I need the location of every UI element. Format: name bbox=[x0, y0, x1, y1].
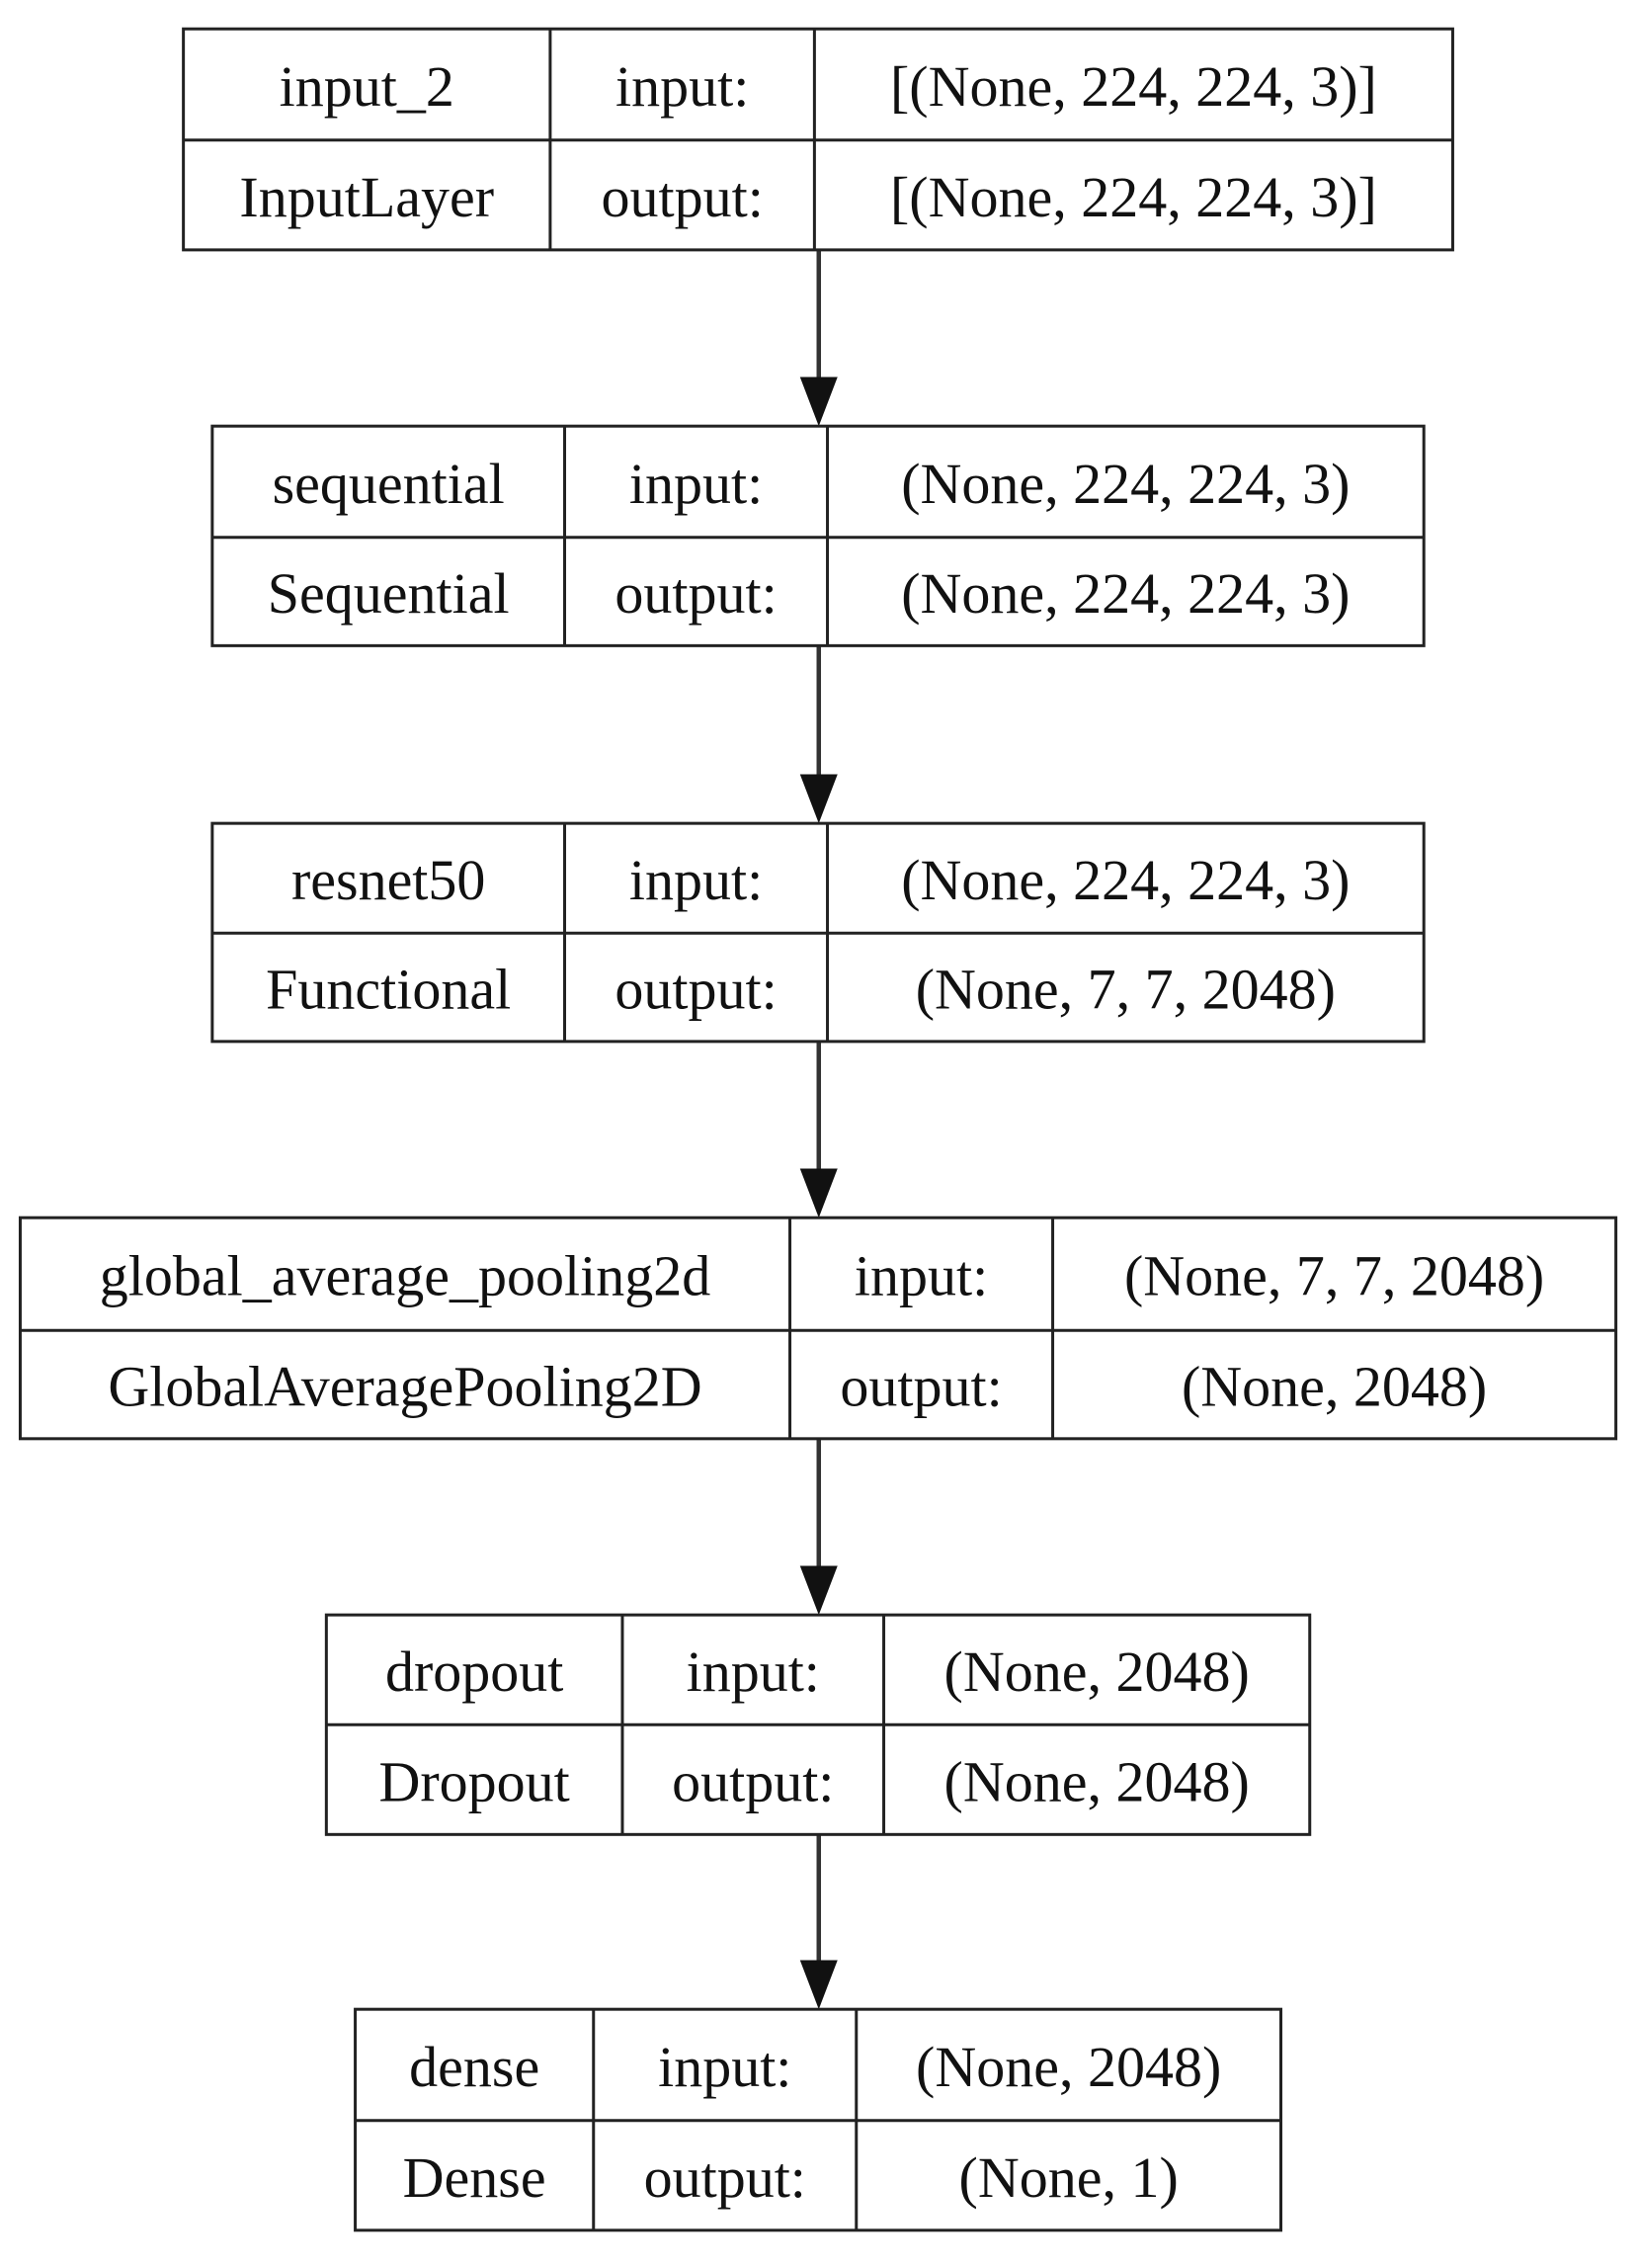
output-shape: [(None, 224, 224, 3)] bbox=[890, 165, 1377, 229]
layer-node-border bbox=[18, 1216, 1618, 1441]
input-shape: (None, 2048) bbox=[944, 1639, 1250, 1704]
layer-name: resnet50 bbox=[291, 848, 486, 912]
output-label: output: bbox=[601, 165, 763, 229]
input-label: input: bbox=[855, 1244, 988, 1308]
layer-type: Dropout bbox=[378, 1749, 569, 1813]
output-label: output: bbox=[840, 1355, 1002, 1419]
output-shape: (None, 2048) bbox=[944, 1749, 1250, 1813]
arrowhead-icon bbox=[799, 377, 838, 427]
layer-type: Sequential bbox=[268, 561, 510, 626]
layer-type: InputLayer bbox=[239, 165, 494, 229]
layer-name: sequential bbox=[273, 452, 505, 516]
output-shape: (None, 1) bbox=[959, 2145, 1179, 2210]
layer-node-sequential: sequential input: (None, 224, 224, 3) Seque… bbox=[210, 424, 1426, 647]
arrowhead-icon bbox=[799, 1960, 838, 2010]
input-shape: [(None, 224, 224, 3)] bbox=[890, 54, 1377, 119]
arrowhead-icon bbox=[799, 1565, 838, 1616]
edge-input-2-to-sequential bbox=[799, 249, 838, 427]
input-label: input: bbox=[658, 2035, 791, 2099]
output-label: output: bbox=[615, 958, 777, 1022]
input-shape: (None, 2048) bbox=[916, 2035, 1221, 2099]
layer-node-resnet50: resnet50 input: (None, 224, 224, 3) Functio… bbox=[210, 821, 1426, 1044]
edge-resnet50-to-global-average-pooling2d bbox=[799, 1041, 838, 1218]
output-shape: (None, 7, 7, 2048) bbox=[916, 958, 1336, 1022]
input-label: input: bbox=[687, 1639, 820, 1704]
output-label: output: bbox=[672, 1749, 834, 1813]
input-label: input: bbox=[629, 848, 763, 912]
layer-name: dense bbox=[409, 2035, 539, 2099]
output-shape: (None, 2048) bbox=[1182, 1355, 1487, 1419]
input-label: input: bbox=[629, 452, 763, 516]
input-shape: (None, 224, 224, 3) bbox=[901, 452, 1350, 516]
edge-sequential-to-resnet50 bbox=[799, 645, 838, 824]
input-label: input: bbox=[615, 54, 749, 119]
layer-name: global_average_pooling2d bbox=[100, 1244, 711, 1308]
input-shape: (None, 7, 7, 2048) bbox=[1124, 1244, 1544, 1308]
layer-node-dropout: dropout input: (None, 2048) Dropout output: (… bbox=[324, 1613, 1312, 1836]
arrowhead-icon bbox=[799, 1168, 838, 1218]
output-label: output: bbox=[615, 561, 777, 626]
layer-type: Functional bbox=[266, 958, 511, 1022]
edge-dropout-to-dense bbox=[799, 1834, 838, 2010]
output-label: output: bbox=[644, 2145, 806, 2210]
arrowhead-icon bbox=[799, 774, 838, 824]
layer-name: input_2 bbox=[280, 54, 454, 119]
output-shape: (None, 224, 224, 3) bbox=[901, 561, 1350, 626]
input-shape: (None, 224, 224, 3) bbox=[901, 848, 1350, 912]
layer-type: GlobalAveragePooling2D bbox=[108, 1355, 701, 1419]
edge-global-average-pooling2d-to-dropout bbox=[799, 1438, 838, 1616]
layer-node-global-average-pooling2d: global_average_pooling2d input: (None, 7, … bbox=[18, 1216, 1618, 1441]
layer-node-dense: dense input: (None, 2048) Dense output: (None… bbox=[354, 2007, 1283, 2232]
layer-type: Dense bbox=[403, 2145, 546, 2210]
layer-name: dropout bbox=[385, 1639, 563, 1704]
layer-node-input-2: input_2 input: [(None, 224, 224, 3)] InputL… bbox=[182, 27, 1454, 252]
